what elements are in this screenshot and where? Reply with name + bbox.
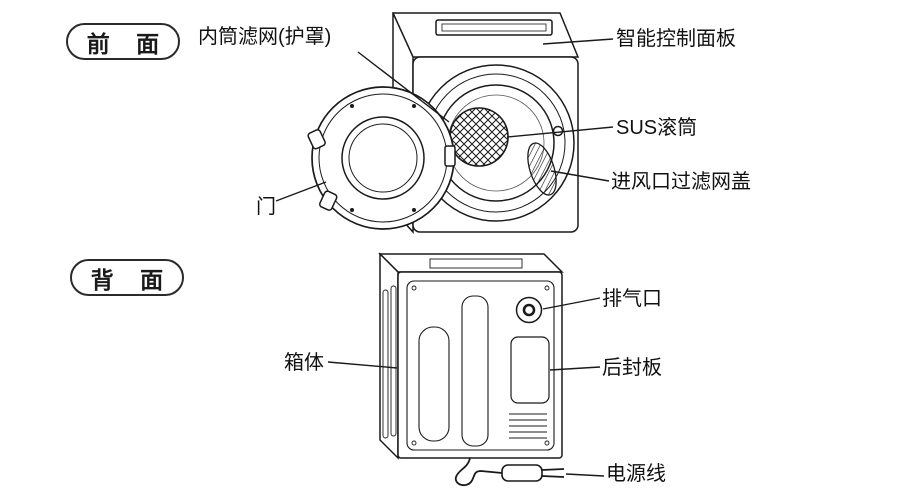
back-top-panel — [429, 258, 523, 269]
exhaust-outlet-shape — [515, 296, 543, 324]
badge-back-view: 背 面 — [70, 259, 184, 296]
label-power-cord: 电源线 — [606, 463, 666, 485]
label-exhaust-outlet: 排气口 — [602, 288, 662, 310]
back-slot-middle — [461, 295, 489, 447]
door-rivets — [350, 104, 416, 212]
door-window-inner — [348, 123, 418, 193]
label-inlet-filter-cover: 进风口过滤网盖 — [611, 171, 751, 193]
side-vent-slots — [382, 285, 397, 439]
label-drum: SUS滚筒 — [616, 117, 698, 139]
leader-inlet — [550, 170, 610, 182]
leader-control-panel — [542, 38, 614, 45]
leader-cabinet — [327, 361, 398, 369]
door-window-outer — [341, 116, 425, 200]
back-slot-left — [418, 326, 450, 442]
inner-drum-filter-shape — [449, 107, 509, 167]
leader-door — [275, 181, 327, 202]
badge-front-view: 前 面 — [66, 23, 180, 60]
air-inlet-filter-shape — [527, 142, 557, 196]
back-top-face — [378, 253, 564, 273]
dryer-door — [307, 86, 456, 230]
back-left-side-face — [379, 252, 399, 460]
label-door: 门 — [256, 196, 276, 218]
label-cabinet: 箱体 — [284, 352, 324, 374]
panel-screws — [411, 285, 550, 446]
power-cord-shape — [454, 457, 565, 487]
label-inner-filter: 内筒滤网(护罩) — [198, 26, 332, 48]
rear-plate-shape — [510, 336, 550, 404]
door-outer-ring — [311, 86, 455, 230]
back-face — [397, 271, 563, 459]
leader-drum — [506, 126, 614, 138]
door-hinges — [307, 129, 338, 211]
dryer-back-view — [378, 252, 565, 487]
drum-lamp — [552, 125, 564, 137]
control-panel-shape — [435, 19, 553, 36]
label-rear-plate: 后封板 — [602, 357, 662, 379]
leader-exhaust — [542, 297, 601, 310]
control-panel-inner — [441, 23, 547, 32]
leader-power-cord — [565, 473, 605, 477]
leader-lines — [275, 38, 614, 477]
label-control-panel: 智能控制面板 — [616, 28, 736, 50]
door-latch — [444, 145, 456, 167]
back-grille — [509, 413, 547, 439]
leader-rear-plate — [549, 366, 601, 371]
back-inner-panel — [406, 280, 555, 451]
leader-inner-filter — [357, 51, 450, 123]
